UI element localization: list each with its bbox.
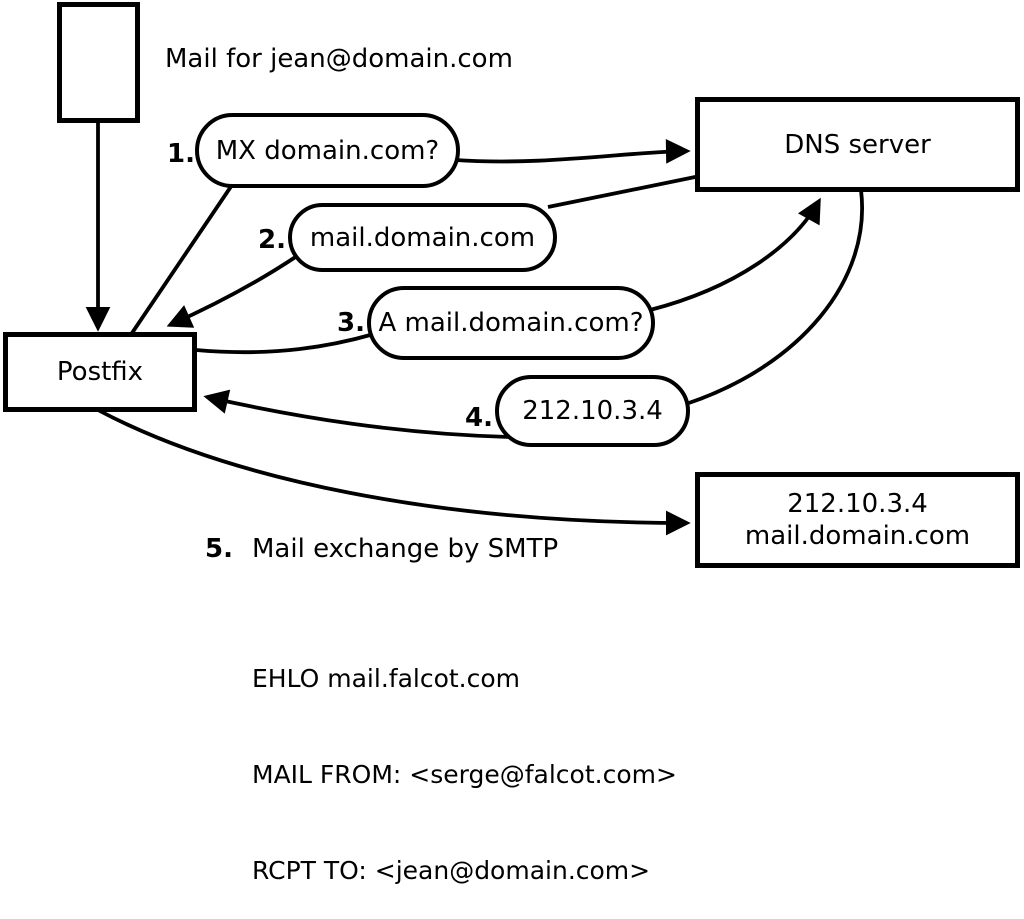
mail-server-ip: 212.10.3.4 — [787, 489, 928, 519]
line-postfix-to-mx-query — [128, 183, 234, 338]
postfix-label: Postfix — [56, 357, 144, 387]
step-1-mx-query-bubble: MX domain.com? — [195, 113, 460, 188]
dns-server-node: DNS server — [695, 97, 1020, 192]
line-dns-to-mx-answer — [547, 174, 701, 209]
arrow-mx-query-to-dns — [454, 138, 691, 164]
smtp-line: RCPT TO: <jean@domain.com> — [252, 856, 651, 885]
mail-for-note: Mail for jean@domain.com — [165, 44, 513, 74]
line-dns-to-a-answer — [685, 189, 864, 406]
step-3-a-query-bubble: A mail.domain.com? — [367, 286, 655, 360]
step-1-number: 1. — [167, 139, 195, 169]
step-5-label: Mail exchange by SMTP — [252, 534, 559, 564]
dns-server-label: DNS server — [784, 129, 931, 160]
smtp-line: MAIL FROM: <serge@falcot.com> — [252, 760, 677, 789]
arrow-mx-answer-to-postfix — [166, 254, 299, 328]
incoming-mail-node — [57, 2, 140, 123]
step-4-number: 4. — [465, 403, 493, 433]
mail-server-node: 212.10.3.4 mail.domain.com — [695, 472, 1020, 568]
step-3-number: 3. — [337, 308, 365, 338]
step-4-a-answer-bubble: 212.10.3.4 — [495, 375, 690, 447]
smtp-session-transcript: EHLO mail.falcot.com MAIL FROM: <serge@f… — [252, 599, 677, 919]
step-4-label: 212.10.3.4 — [522, 396, 663, 426]
step-2-mx-answer-bubble: mail.domain.com — [288, 203, 557, 272]
mail-server-hostname: mail.domain.com — [744, 521, 971, 551]
line-postfix-to-a-query — [195, 332, 375, 355]
smtp-line: EHLO mail.falcot.com — [252, 664, 521, 693]
step-1-label: MX domain.com? — [215, 135, 440, 166]
step-2-number: 2. — [258, 225, 286, 255]
postfix-node: Postfix — [3, 332, 197, 412]
step-5-number: 5. — [205, 534, 233, 564]
arrow-a-answer-to-postfix — [203, 389, 511, 439]
arrow-a-query-to-dns — [649, 197, 821, 312]
arrow-postfix-to-mail-server — [97, 408, 691, 536]
step-2-label: mail.domain.com — [309, 222, 536, 253]
step-3-label: A mail.domain.com? — [378, 308, 644, 338]
